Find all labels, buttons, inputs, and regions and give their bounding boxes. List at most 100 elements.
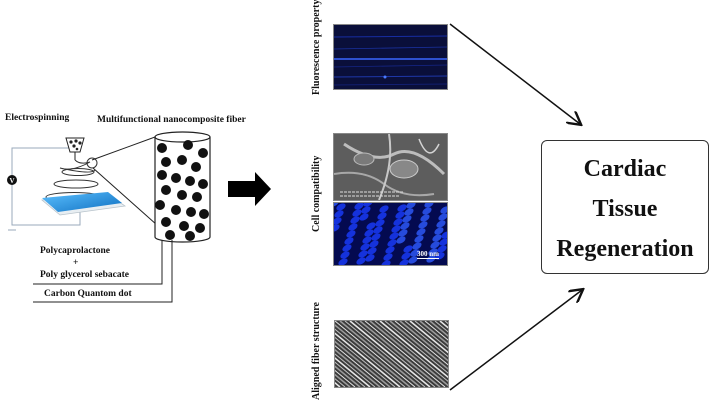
cell-nucleus [410, 249, 420, 257]
fiber-strand [335, 336, 396, 387]
cell-nucleus [406, 203, 416, 209]
cell-nucleus [403, 245, 413, 253]
cell-nucleus [428, 248, 438, 256]
fiber-strand [389, 321, 448, 370]
cqd-label: Carbon Quantom dot [44, 289, 132, 299]
quantum-dot [195, 223, 205, 233]
process-arrow-icon [228, 172, 271, 206]
fiber-strand [335, 353, 376, 387]
fiber-strand [414, 321, 448, 349]
cell-nucleus [422, 207, 432, 215]
quantum-dot [157, 170, 167, 180]
cell-nucleus [336, 203, 346, 211]
cell-nucleus [418, 221, 428, 229]
cell-nucleus [404, 208, 414, 216]
fiber-strand [409, 321, 448, 354]
fiber-strand [364, 321, 446, 387]
cell-nucleus [397, 204, 407, 212]
cell-nucleus [412, 242, 422, 250]
fiber-strand [394, 321, 448, 366]
cell-nucleus [385, 246, 395, 254]
cell-nucleus [424, 203, 434, 208]
cell-nucleus [360, 243, 370, 251]
quantum-dot [199, 209, 209, 219]
cell-nucleus [437, 245, 447, 253]
cell-nucleus [377, 212, 387, 220]
cell-nucleus [416, 228, 426, 236]
cell-nucleus [414, 235, 424, 243]
quantum-dot [155, 200, 165, 210]
cell-nucleus [366, 222, 376, 230]
arrow-aligned-to-result [449, 290, 582, 391]
cell-nucleus [389, 232, 399, 240]
cell-nucleus [430, 241, 440, 249]
fiber-strand [369, 321, 448, 387]
quantum-dot [192, 192, 202, 202]
pgs-label: Poly glycerol sebacate [40, 270, 129, 280]
syringe-icon [65, 137, 85, 160]
cell-nucleus [369, 240, 379, 248]
svg-text:V: V [9, 177, 14, 185]
nanofiber-label: Multifunctional nanocomposite fiber [97, 115, 246, 125]
fiber-strand [339, 321, 421, 387]
fiber-strand [354, 321, 436, 387]
fiber-strand [335, 328, 406, 387]
result-line-2: Tissue [592, 196, 658, 222]
fluorescence-image [333, 24, 448, 90]
cell-nucleus [432, 234, 442, 242]
quantum-dot [191, 162, 201, 172]
fiber-strand [349, 321, 431, 387]
aligned-fiber-image [334, 320, 449, 388]
cell-compatibility-label: Cell compatibility [311, 155, 322, 232]
fiber-strand [424, 321, 448, 341]
quantum-dot [161, 157, 171, 167]
cell-nucleus [408, 256, 418, 264]
fiber-strand [335, 348, 381, 387]
fiber-strand [335, 357, 371, 387]
cell-nucleus [361, 206, 371, 214]
cell-nucleus [363, 203, 373, 207]
fiber-strand [335, 345, 386, 387]
fiber-strand [359, 321, 441, 387]
fiber-strand [335, 365, 361, 387]
quantum-dot [171, 173, 181, 183]
collector-plate [41, 192, 127, 216]
cell-nucleus [402, 215, 412, 223]
quantum-dot [179, 221, 189, 231]
cell-nucleus [338, 258, 348, 265]
fiber-strand [335, 373, 351, 387]
arrow-fluorescence-to-result [449, 23, 580, 124]
voltmeter-icon [7, 175, 17, 185]
cell-nucleus [396, 236, 406, 244]
quantum-dot [198, 179, 208, 189]
cell-nucleus [359, 213, 369, 221]
fiber-strand [344, 321, 426, 387]
quantum-dot [183, 140, 193, 150]
cell-nucleus [375, 219, 385, 227]
fiber-strand [335, 369, 356, 387]
quantum-dot [165, 230, 175, 240]
cell-nucleus [362, 236, 372, 244]
fiber-strand [429, 321, 448, 337]
cell-nucleus [371, 233, 381, 241]
cell-nucleus [439, 238, 447, 246]
cell-nucleus [348, 223, 358, 231]
fiber-strand [335, 324, 411, 387]
cell-nucleus [438, 213, 447, 221]
result-line-3: Regeneration [556, 236, 694, 262]
cell-nucleus [334, 203, 339, 207]
cell-nucleus [391, 225, 401, 233]
quantum-dot [186, 207, 196, 217]
fluorescent-cell-image: 300 nm [333, 202, 448, 266]
fiber-strand [404, 321, 448, 358]
cell-nucleus [334, 224, 340, 232]
cell-nucleus [340, 251, 350, 259]
sem-cell-image [333, 133, 448, 201]
cell-nucleus [352, 209, 362, 217]
cell-nucleus [400, 222, 410, 230]
nanocomposite-fiber-cylinder [154, 131, 211, 243]
cell-nucleus [344, 237, 354, 245]
cell-nucleus [373, 226, 383, 234]
cell-nucleus [334, 217, 342, 225]
